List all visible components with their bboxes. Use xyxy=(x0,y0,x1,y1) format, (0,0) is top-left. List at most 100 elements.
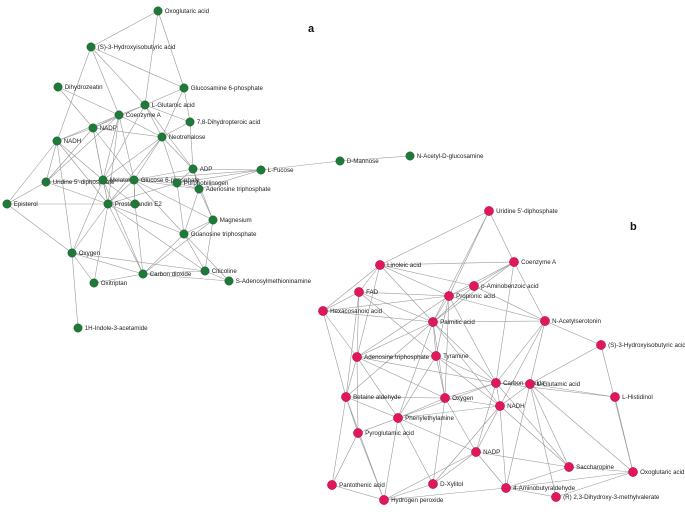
node-label: Coenzyme A xyxy=(126,112,162,119)
edge-nadh-sac xyxy=(499,405,570,468)
edge-glu-mel xyxy=(102,104,146,181)
node-label: (S)-3-Hydroxyisobutyric acid xyxy=(608,342,685,349)
node-circle xyxy=(256,165,266,175)
edge-fad-bet xyxy=(345,291,360,398)
edge-glu-dhm xyxy=(529,383,557,498)
node-circle xyxy=(525,379,535,389)
node-pal: Palmitic acid xyxy=(428,317,475,327)
node-cit: Citicoline xyxy=(200,266,237,276)
node-label: Hydrogen peroxide xyxy=(391,497,444,504)
node-circle xyxy=(353,428,363,438)
node-label: 1H-Indole-3-acetamide xyxy=(85,325,148,332)
node-circle xyxy=(73,323,83,333)
edge-fuc-atp xyxy=(198,169,262,190)
node-label: (S)-3-Hydroxyisobutyric acid xyxy=(98,44,176,51)
edge-glu-neot xyxy=(144,104,163,138)
edge-g6p-pro xyxy=(107,179,135,205)
edge-lin-atp xyxy=(356,264,381,358)
node-epi: Episterol xyxy=(2,199,38,209)
edge-prop-pal xyxy=(432,295,450,323)
node-circle xyxy=(179,229,189,239)
node-circle xyxy=(98,175,108,185)
edge-coa-lin xyxy=(379,261,515,266)
edge-gtp-co2 xyxy=(142,233,185,275)
edge-gtp-cit xyxy=(183,233,206,272)
node-circle xyxy=(428,479,438,489)
node-circle xyxy=(610,392,620,402)
edge-pro-cit xyxy=(107,203,206,272)
edge-nas-nadh xyxy=(499,320,546,407)
edge-tyr-phe xyxy=(397,355,437,419)
edge-adp-fuc xyxy=(192,168,262,171)
node-lin: Linoleic acid xyxy=(375,260,422,270)
edge-hex-bet xyxy=(322,310,347,398)
node-circle xyxy=(103,199,113,209)
node-circle xyxy=(140,100,150,110)
node-label: 7,8-Dihydropteroic acid xyxy=(197,119,261,126)
edge-nadp-neot xyxy=(92,127,163,138)
node-label: D-Mannose xyxy=(347,158,380,165)
node-label: Pantothenic acid xyxy=(339,482,385,489)
node-dhm: (R) 2,3-Dihydroxy-3-methylvalerate xyxy=(551,492,660,502)
node-mag: Magnesium xyxy=(208,215,252,225)
edge-nadh-pro xyxy=(56,140,109,205)
node-dhp: 7,8-Dihydropteroic acid xyxy=(185,117,261,127)
edge-g6p-gtp xyxy=(133,179,185,235)
edge-neot-adp xyxy=(161,136,194,170)
edge-coa-pal xyxy=(432,261,515,323)
node-label: L-Glutamic acid xyxy=(537,381,581,388)
node-circle xyxy=(495,401,505,411)
edge-coa-g6p xyxy=(118,114,135,181)
node-circle xyxy=(491,378,501,388)
edge-mel-misc xyxy=(102,179,136,205)
edge-coa-co2 xyxy=(495,261,515,384)
edge-neot-pro xyxy=(107,136,163,205)
edge-dhp-adp xyxy=(189,121,194,170)
edge-prop-hex xyxy=(322,295,450,312)
edge-man-nag xyxy=(339,155,411,162)
node-nadp: NADP xyxy=(88,123,117,133)
edge-pan-h2o2 xyxy=(331,484,385,501)
node-label: D-Xylitol xyxy=(440,481,463,488)
node-circle xyxy=(88,123,98,133)
edge-glu-his xyxy=(529,383,616,398)
edge-neot-porp xyxy=(161,136,178,184)
edge-pro-co2 xyxy=(107,203,144,275)
node-circle xyxy=(509,257,519,267)
edge-udp-epi xyxy=(6,181,47,205)
edge-oxy-co2 xyxy=(71,252,144,275)
edge-nadp-nadh xyxy=(56,127,94,142)
node-glu: L-Glutamic acid xyxy=(525,379,581,389)
edge-sac-ami xyxy=(505,466,570,489)
node-circle xyxy=(540,316,550,326)
node-label: Palmitic acid xyxy=(440,319,475,326)
edge-nas-glu xyxy=(529,320,546,385)
node-paba: p-Aminobenzoic acid xyxy=(469,281,539,291)
edge-atp-phe xyxy=(356,356,399,419)
edge-pal-phe xyxy=(397,321,434,419)
node-circle xyxy=(551,492,561,502)
node-circle xyxy=(89,278,99,288)
node-circle xyxy=(157,132,167,142)
edge-atp-oxy xyxy=(356,356,446,399)
edge-lin-fad xyxy=(358,264,381,293)
edge-pal-co2 xyxy=(432,321,497,384)
edge-lin-paba xyxy=(379,264,475,287)
edge-oxo-dhm xyxy=(555,471,634,498)
node-label: Oxitriptan xyxy=(101,280,128,287)
node-porp: Porphobilinogen xyxy=(172,178,229,188)
edge-co2-oxy xyxy=(444,382,497,399)
node-label: Coenzyme A xyxy=(521,259,557,266)
edge-co2-nadp xyxy=(475,382,497,453)
node-circle xyxy=(327,480,337,490)
edge-bet-phe xyxy=(345,396,399,419)
node-circle xyxy=(501,483,511,493)
node-hib: (S)-3-Hydroxyisobutyric acid xyxy=(86,42,176,52)
edge-atp-tyr xyxy=(356,355,437,358)
node-label: Adenosine triphosphate xyxy=(364,354,430,361)
edge-oxy-nadp xyxy=(444,397,477,453)
edge-udp-coa xyxy=(488,210,515,263)
node-oxo: Oxoglutaric acid xyxy=(628,467,685,477)
